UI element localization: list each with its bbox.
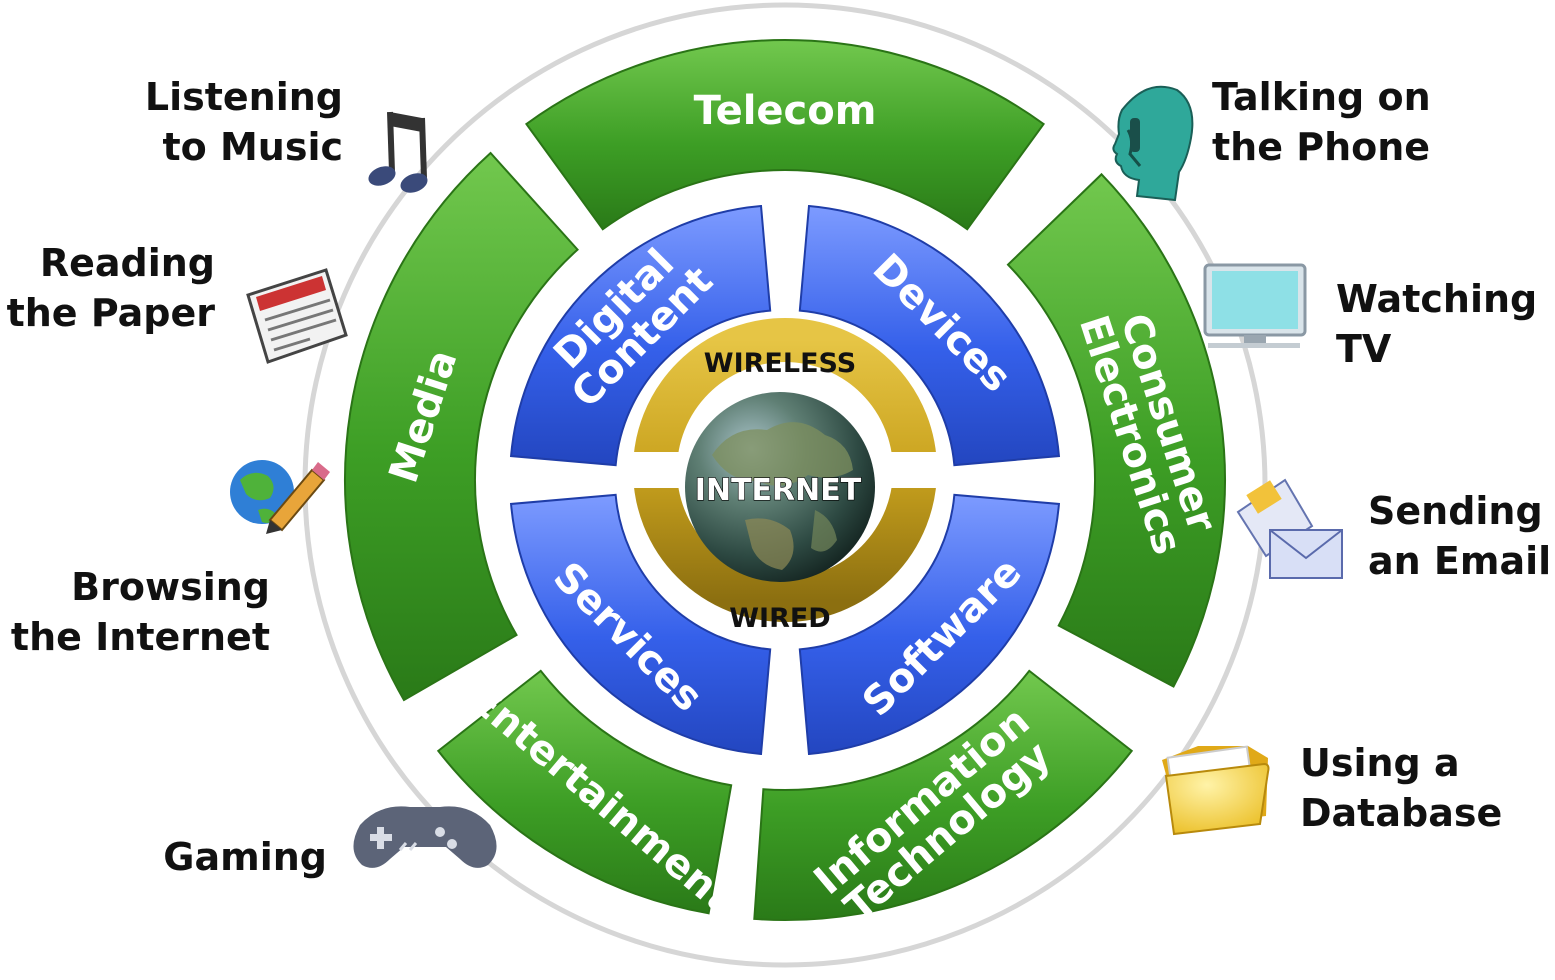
folder-icon xyxy=(1162,745,1270,836)
monitor-icon xyxy=(1203,263,1307,348)
globe-icon: INTERNET xyxy=(685,392,875,582)
segment-shape xyxy=(509,204,772,467)
internet-label: INTERNET xyxy=(695,473,862,508)
newspaper-icon xyxy=(246,268,348,364)
segment-shape xyxy=(798,493,1061,756)
segment-shape xyxy=(524,38,1046,231)
activity-sending-an-email: Sending an Email xyxy=(1368,489,1552,583)
segment-shape xyxy=(1006,172,1226,688)
segment-shape xyxy=(753,669,1134,921)
activity-watching-tv: Watching TV xyxy=(1336,277,1538,371)
gamepad-icon xyxy=(353,806,497,868)
segment-label: Telecom xyxy=(694,88,877,134)
envelope-icon xyxy=(1236,478,1343,579)
segment-telecom: Telecom xyxy=(524,38,1046,231)
segment-shape xyxy=(436,669,733,915)
segment-shape xyxy=(344,151,579,702)
segment-shape xyxy=(798,204,1061,467)
activity-using-a-database: Using a Database xyxy=(1300,741,1503,835)
activity-listening-to-music: Listening to Music xyxy=(144,75,343,169)
phone-head-icon xyxy=(1112,85,1194,202)
music-note-icon xyxy=(368,111,428,193)
segment-media: Media xyxy=(344,151,579,702)
activity-gaming: Gaming xyxy=(163,835,327,879)
activity-reading-the-paper: Reading the Paper xyxy=(6,241,215,335)
globe-pencil-icon xyxy=(230,460,330,534)
activity-browsing-the-internet: Browsing the Internet xyxy=(10,565,270,659)
activity-talking-on-the-phone: Talking on the Phone xyxy=(1212,75,1431,169)
wireless-label: WIRELESS xyxy=(704,348,856,379)
wired-label: WIRED xyxy=(729,603,830,634)
segment-shape xyxy=(509,493,772,756)
